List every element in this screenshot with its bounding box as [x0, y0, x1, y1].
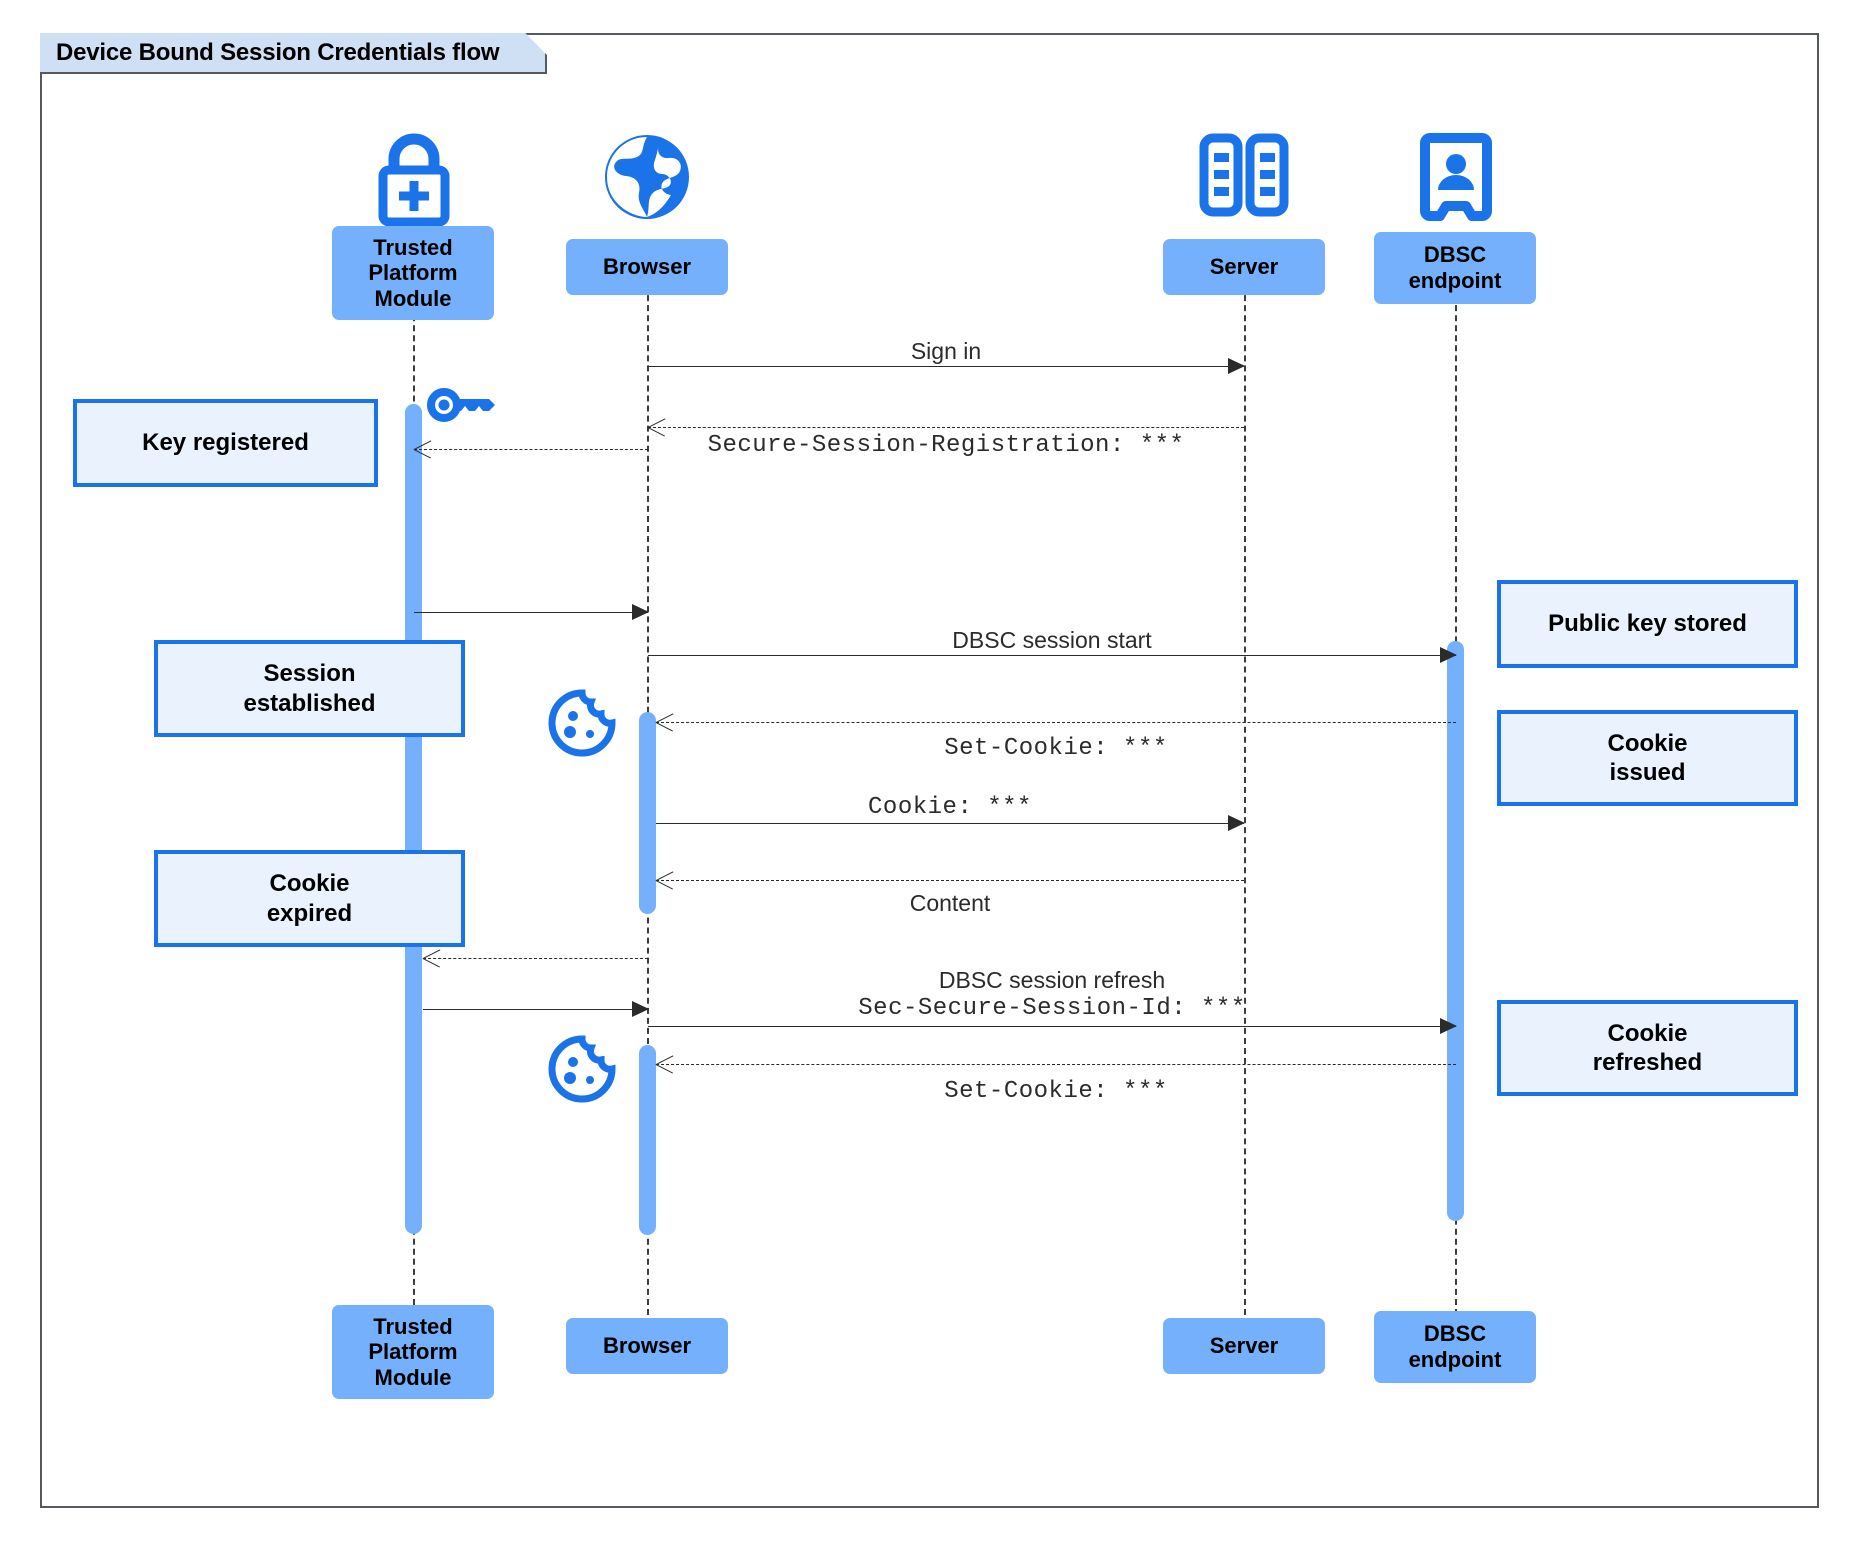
note-public-key-stored-text: Public key stored: [1548, 610, 1747, 638]
note-cookie-expired: Cookie expired: [154, 850, 465, 947]
message-label-dbsc-session-start: DBSC session start: [952, 627, 1152, 653]
participant-server-label: Server: [1209, 254, 1279, 280]
note-cookie-expired-text: Cookie expired: [266, 870, 353, 927]
id-badge-icon: [1420, 132, 1492, 227]
note-cookie-refreshed-text: Cookie refreshed: [1592, 1019, 1703, 1076]
participant-server-bottom[interactable]: Server: [1163, 1318, 1325, 1374]
participant-server-top[interactable]: Server: [1163, 239, 1325, 295]
activation-dbsc: [1447, 641, 1464, 1221]
server-rack-icon: [1198, 132, 1290, 227]
cookie-icon: [546, 1033, 618, 1110]
participant-browser-top[interactable]: Browser: [566, 239, 728, 295]
participant-dbsc-label: DBSC endpoint: [1408, 242, 1502, 293]
activation-tpm: [405, 404, 422, 1234]
message-label-sign-in: Sign in: [910, 338, 982, 364]
lock-plus-icon: [369, 130, 459, 235]
participant-tpm-label: Trusted Platform Module: [368, 234, 458, 311]
participant-dbsc-bottom-label: DBSC endpoint: [1408, 1321, 1502, 1372]
participant-server-bottom-label: Server: [1209, 1333, 1279, 1359]
note-key-registered: Key registered: [73, 399, 378, 487]
activation-browser-1: [639, 712, 656, 914]
note-cookie-issued-text: Cookie issued: [1607, 729, 1688, 786]
lifeline-server: [1244, 265, 1246, 1315]
note-cookie-refreshed: Cookie refreshed: [1497, 1000, 1798, 1096]
message-label-cookie: Cookie: ***: [868, 794, 1032, 821]
cookie-icon: [546, 687, 618, 764]
note-session-established-text: Session established: [243, 660, 376, 717]
participant-browser-bottom[interactable]: Browser: [566, 1318, 728, 1374]
participant-tpm-bottom[interactable]: Trusted Platform Module: [332, 1305, 494, 1399]
note-public-key-stored: Public key stored: [1497, 580, 1798, 668]
note-key-registered-text: Key registered: [142, 429, 309, 457]
participant-tpm-bottom-label: Trusted Platform Module: [368, 1313, 458, 1390]
globe-icon: [601, 131, 693, 228]
key-icon: [426, 382, 498, 433]
participant-dbsc-bottom[interactable]: DBSC endpoint: [1374, 1311, 1536, 1383]
note-cookie-issued: Cookie issued: [1497, 710, 1798, 806]
message-label-secure-session-registration: Secure-Session-Registration: ***: [707, 432, 1185, 459]
activation-browser-2: [639, 1045, 656, 1235]
diagram-frame-title: Device Bound Session Credentials flow: [40, 33, 547, 74]
participant-browser-bottom-label: Browser: [602, 1333, 692, 1359]
participant-browser-label: Browser: [602, 254, 692, 280]
message-label-set-cookie-1: Set-Cookie: ***: [944, 735, 1168, 762]
message-label-dbsc-session-refresh-line2: Sec-Secure-Session-Id: ***: [858, 995, 1246, 1022]
message-label-content: Content: [909, 890, 991, 916]
participant-tpm-top[interactable]: Trusted Platform Module: [332, 226, 494, 320]
message-label-dbsc-session-refresh-line1: DBSC session refresh: [938, 967, 1166, 993]
participant-dbsc-top[interactable]: DBSC endpoint: [1374, 232, 1536, 304]
note-session-established: Session established: [154, 640, 465, 737]
message-label-set-cookie-2: Set-Cookie: ***: [944, 1078, 1168, 1105]
